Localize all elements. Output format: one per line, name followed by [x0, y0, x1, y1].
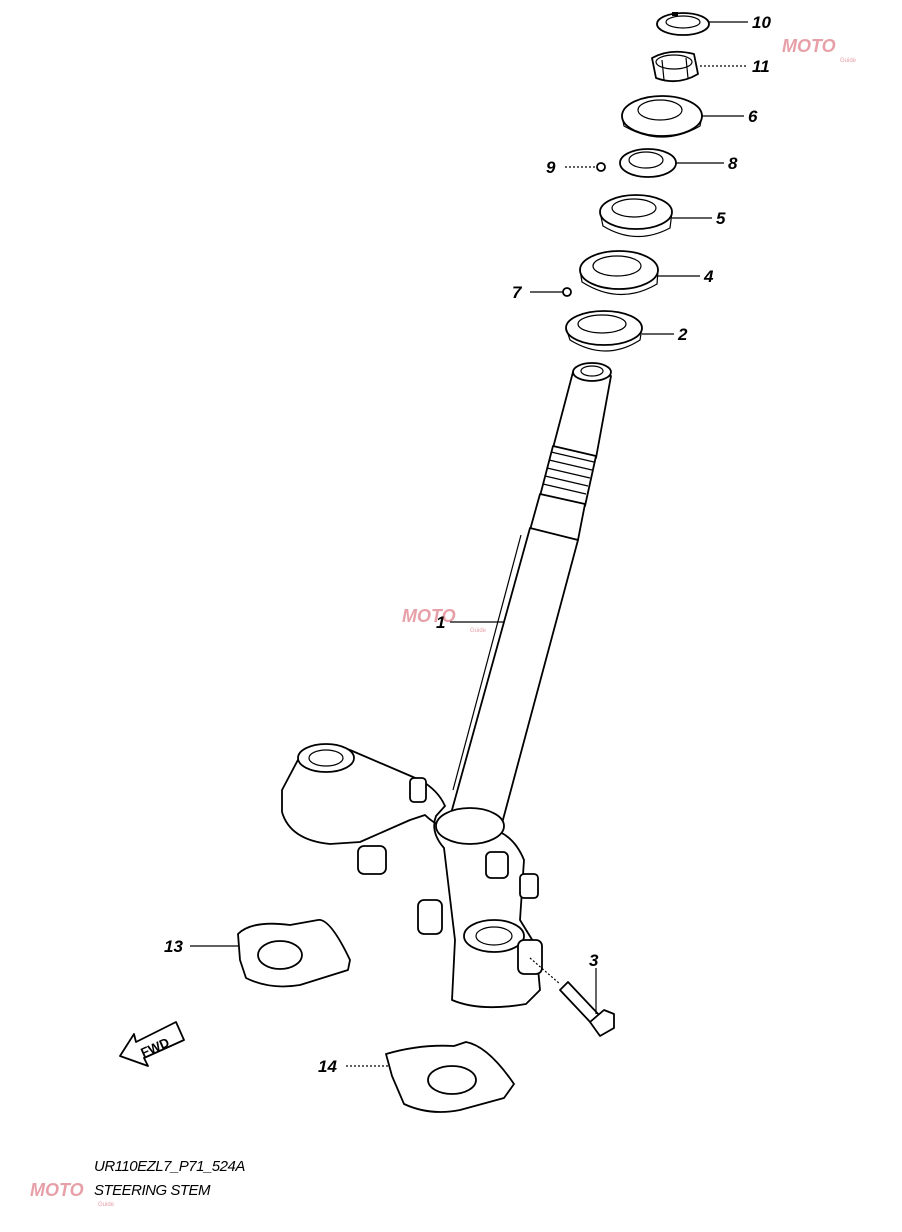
watermark-top-right: MOTO Guide [782, 36, 857, 64]
callout-11: 11 [752, 57, 770, 76]
svg-text:Guide: Guide [840, 58, 857, 64]
svg-text:MOTO: MOTO [402, 606, 456, 626]
callout-2: 2 [677, 325, 688, 344]
watermark-bottom-left: MOTO Guide [30, 1180, 115, 1208]
part-2-race-seat [565, 310, 643, 352]
part-7-ball [562, 287, 572, 297]
svg-text:Guide: Guide [98, 1202, 115, 1208]
svg-text:Guide: Guide [470, 628, 487, 634]
callout-4: 4 [703, 267, 714, 286]
callout-9: 9 [546, 158, 556, 177]
part-3-bolt [529, 957, 615, 1037]
part-4-lower-race [579, 250, 659, 296]
callout-8: 8 [728, 154, 738, 173]
part-13-plate [237, 919, 351, 988]
part-6-bearing-cover [621, 95, 703, 138]
callout-3: 3 [589, 951, 599, 970]
part-8-race [619, 148, 677, 178]
callout-13: 13 [164, 937, 183, 956]
part-10-lock-nut [656, 12, 710, 36]
part-5-upper-race [599, 194, 673, 238]
diagram-code: UR110EZL7_P71_524A [94, 1158, 245, 1175]
part-9-ball [596, 162, 606, 172]
fwd-arrow-icon: FWD [119, 1021, 185, 1067]
part-1-steering-stem [281, 362, 612, 1009]
callout-7: 7 [512, 283, 523, 302]
part-14-plate [385, 1041, 515, 1113]
callout-6: 6 [748, 107, 758, 126]
part-11-castle-nut [651, 50, 699, 83]
diagram-title: STEERING STEM [94, 1182, 211, 1199]
watermark-center: MOTO Guide [402, 606, 487, 634]
callout-1: 1 [436, 613, 445, 632]
callout-5: 5 [716, 209, 726, 228]
callout-10: 10 [752, 13, 771, 32]
svg-text:MOTO: MOTO [782, 36, 836, 56]
callout-14: 14 [318, 1057, 337, 1076]
svg-text:MOTO: MOTO [30, 1180, 84, 1200]
